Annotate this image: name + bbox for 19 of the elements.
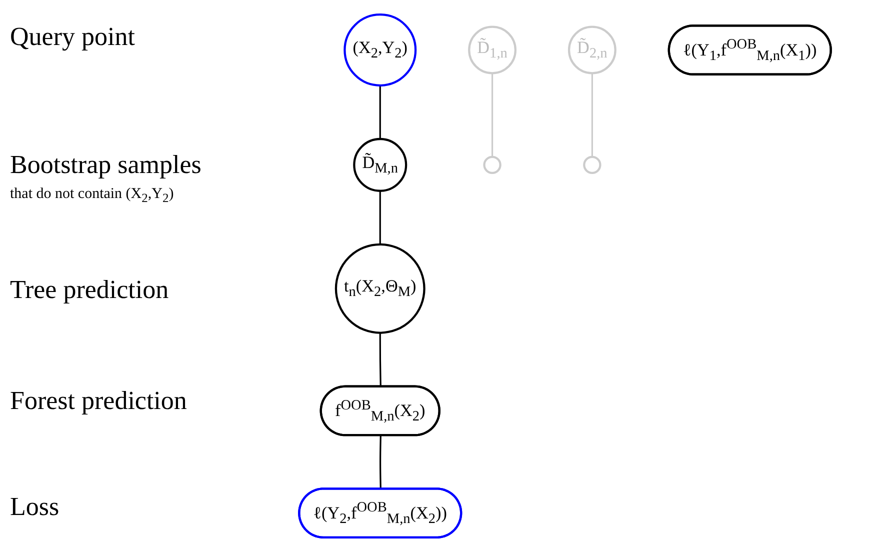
row-label: Bootstrap samples: [10, 150, 202, 180]
connector: [379, 332, 382, 386]
connector: [379, 190, 381, 244]
node-circle: D̃$_{1,n}$: [468, 25, 517, 74]
connector: [380, 435, 382, 489]
row-label: Tree prediction: [10, 275, 169, 305]
node-circle: D̃$_{M,n}$: [353, 137, 408, 192]
node-circle: [483, 155, 502, 174]
connector: [491, 72, 494, 156]
node-circle: [583, 155, 602, 174]
row-label: Forest prediction: [10, 386, 187, 416]
node-circle: (X$_{2}$,Y$_{2}$): [344, 13, 417, 86]
connector: [591, 72, 593, 156]
row-subtitle: that do not contain (X$_{2}$,Y$_{2}$): [10, 186, 174, 206]
connector: [379, 84, 381, 138]
node-circle: D̃$_{2,n}$: [568, 25, 616, 74]
node-circle: t$_{n}$(X$_{2}$,Θ$_{M}$): [334, 242, 426, 334]
row-label: Query point: [10, 22, 135, 52]
row-label: Loss: [10, 492, 60, 522]
